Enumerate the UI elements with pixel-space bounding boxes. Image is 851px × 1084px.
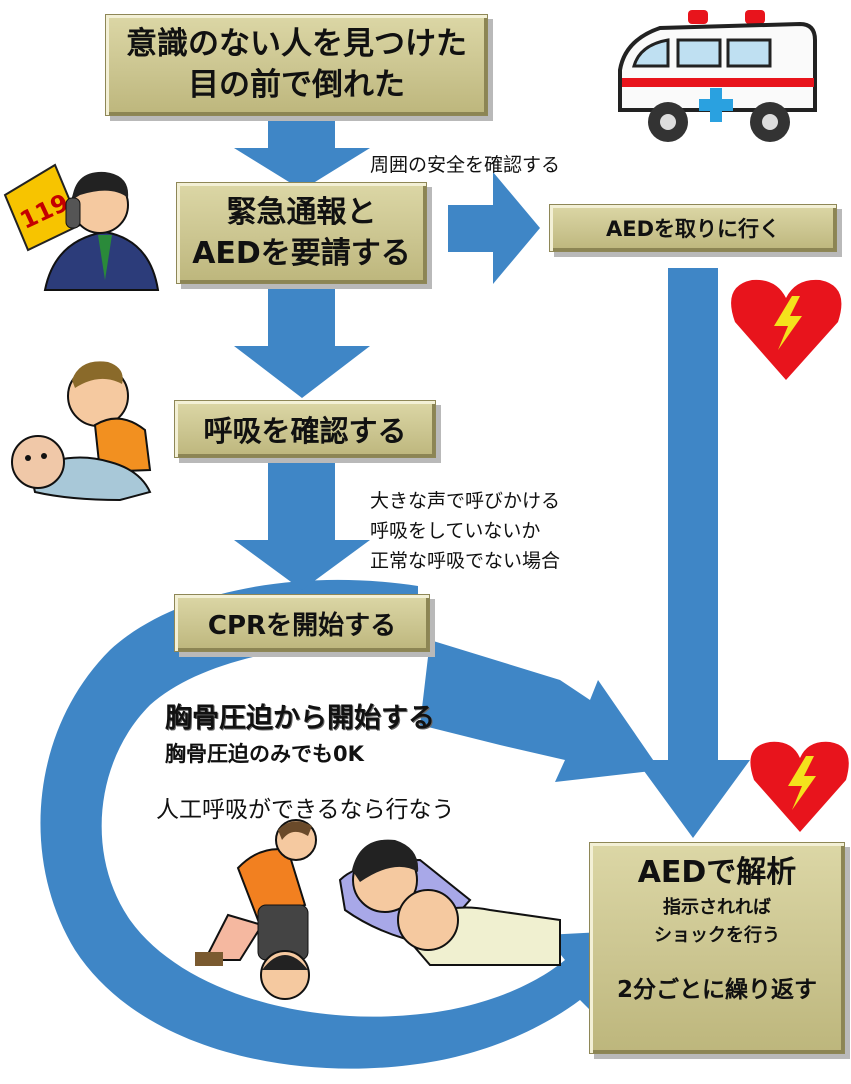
fallen-person-icon [11, 361, 152, 502]
heart-aed-icon-2 [750, 741, 849, 832]
step-emergency-call: 緊急通報と AEDを要請する [176, 182, 427, 284]
note-breathing-line3: 正常な呼吸でない場合 [370, 550, 561, 572]
note-safety: 周囲の安全を確認する [370, 154, 561, 176]
step-aed-analysis: AEDで解析 指示されれば ショックを行う 2分ごとに繰り返す [589, 842, 845, 1054]
down-arrow-3 [234, 460, 370, 590]
cpr-compression-icon [195, 819, 317, 1000]
aed-analysis-line1: 指示されれば [663, 897, 771, 918]
step2-line2: AEDを要請する [192, 236, 411, 271]
note-cpr-ok: 胸骨圧迫のみでも0K [165, 742, 364, 766]
note-breathing-check: 大きな声で呼びかける 呼吸をしていないか 正常な呼吸でない場合 [370, 486, 560, 576]
right-arrow-get-aed [448, 172, 540, 284]
step1-line2: 目の前で倒れた [188, 67, 405, 103]
step4-label: CPRを開始する [207, 610, 397, 641]
phone-caller-icon: 119 [3, 163, 160, 291]
step-found-unconscious: 意識のない人を見つけた 目の前で倒れた [105, 14, 488, 116]
ambulance-icon [618, 10, 817, 142]
step-start-cpr: CPRを開始する [174, 594, 430, 652]
get-aed-label: AEDを取りに行く [605, 217, 781, 241]
note-breathing-line2: 呼吸をしていないか [370, 520, 541, 542]
down-arrow-2 [234, 286, 370, 398]
step3-label: 呼吸を確認する [203, 414, 407, 448]
aed-analysis-line3: 2分ごとに繰り返す [616, 977, 817, 1003]
note-cpr-start: 胸骨圧迫から開始する [165, 703, 435, 734]
note-rescue-breath: 人工呼吸ができるなら行なう [156, 797, 455, 823]
step1-line1: 意識のない人を見つけた [126, 26, 467, 62]
cpr-to-aed-arrow [420, 640, 660, 782]
step-get-aed: AEDを取りに行く [549, 204, 837, 252]
step2-line1: 緊急通報と [226, 195, 377, 230]
long-down-arrow [636, 268, 750, 838]
down-arrow-1 [234, 118, 370, 190]
step-check-breathing: 呼吸を確認する [174, 400, 436, 458]
cpr-loop-arrow [40, 579, 641, 1069]
aed-analysis-title: AEDで解析 [637, 855, 797, 890]
heart-aed-icon [731, 279, 842, 380]
rescue-breathing-icon [338, 839, 561, 966]
aed-analysis-line2: ショックを行う [654, 925, 780, 946]
note-breathing-line1: 大きな声で呼びかける [370, 490, 561, 512]
